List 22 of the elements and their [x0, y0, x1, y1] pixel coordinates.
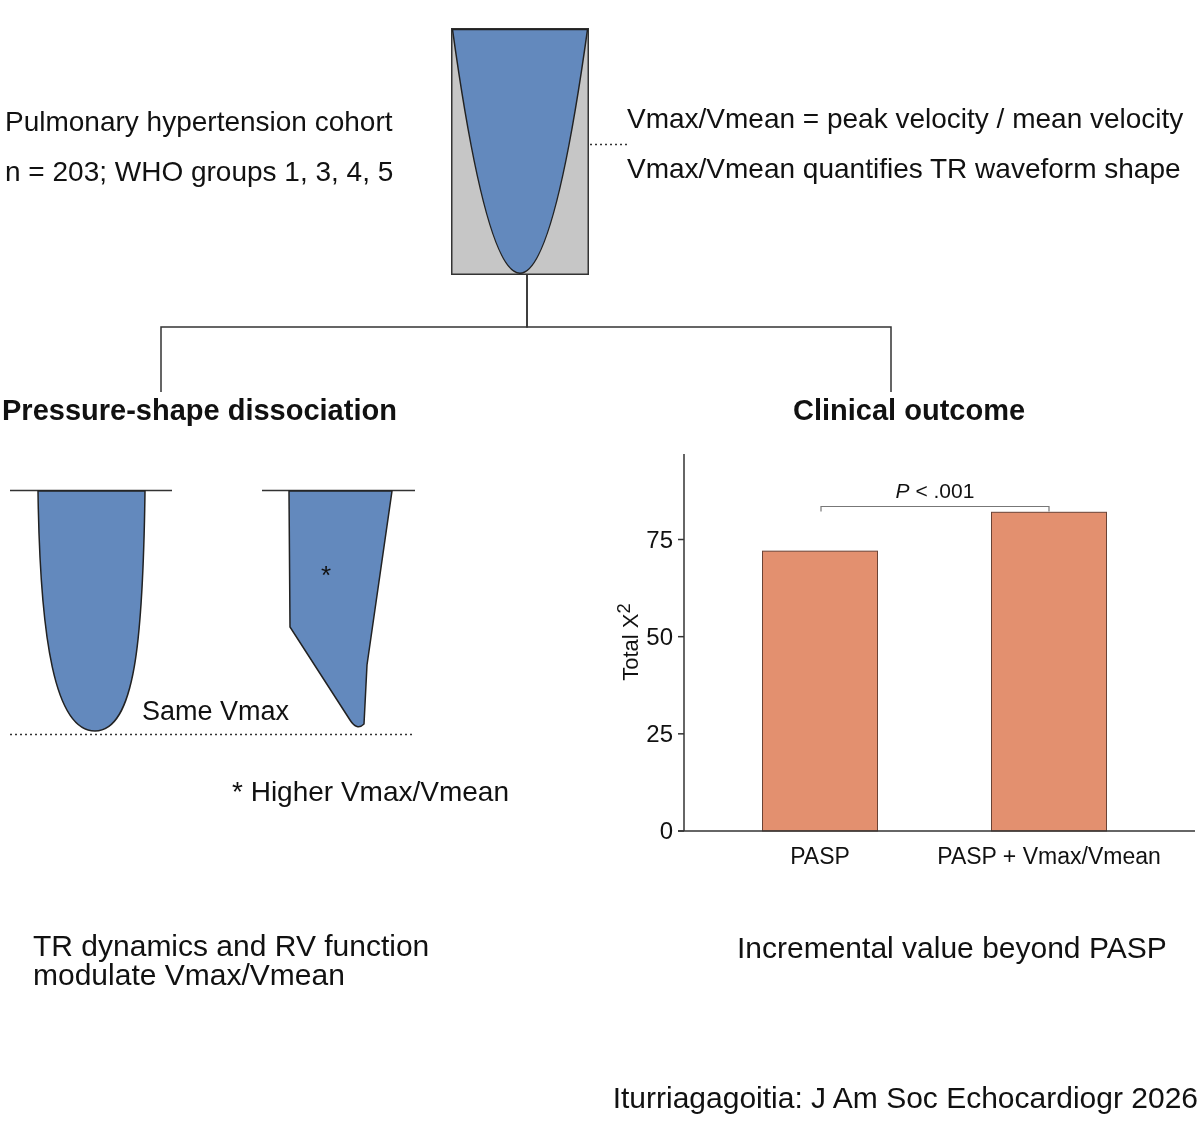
significance-label: P < .001 [895, 478, 975, 503]
asterisk-mark: * [321, 561, 332, 591]
category-label: PASP + Vmax/Vmean [937, 843, 1161, 870]
bracket-connector [526, 274, 892, 393]
formula-text: Vmax/Vmean = peak velocity / mean velocity [627, 103, 1184, 136]
definition-text: Vmax/Vmean quantifies TR waveform shape [627, 153, 1182, 186]
citation-text: Iturriagagoitia: J Am Soc Echocardiogr 2026 [612, 1081, 1198, 1116]
waveform-drawing [451, 28, 589, 275]
tick-label: 75 [646, 525, 673, 554]
category-label: PASP [790, 843, 850, 870]
cohort-title: Pulmonary hypertension cohort [5, 106, 393, 139]
section-heading: Pressure-shape dissociation [2, 392, 397, 428]
tick-label: 50 [646, 622, 673, 651]
summary-text: Incremental value beyond PASP [737, 931, 1167, 966]
summary-text: TR dynamics and RV function modulate Vmax/Vmean [33, 931, 431, 989]
tick-label: 25 [646, 719, 673, 748]
section-heading: Clinical outcome [793, 392, 1026, 428]
footnote-text: * Higher Vmax/Vmean [232, 776, 509, 809]
cohort-details: n = 203; WHO groups 1, 3, 4, 5 [5, 156, 394, 189]
annotation-text: Same Vmax [142, 696, 290, 728]
tick-label: 0 [659, 817, 673, 845]
leader-line [588, 143, 628, 146]
